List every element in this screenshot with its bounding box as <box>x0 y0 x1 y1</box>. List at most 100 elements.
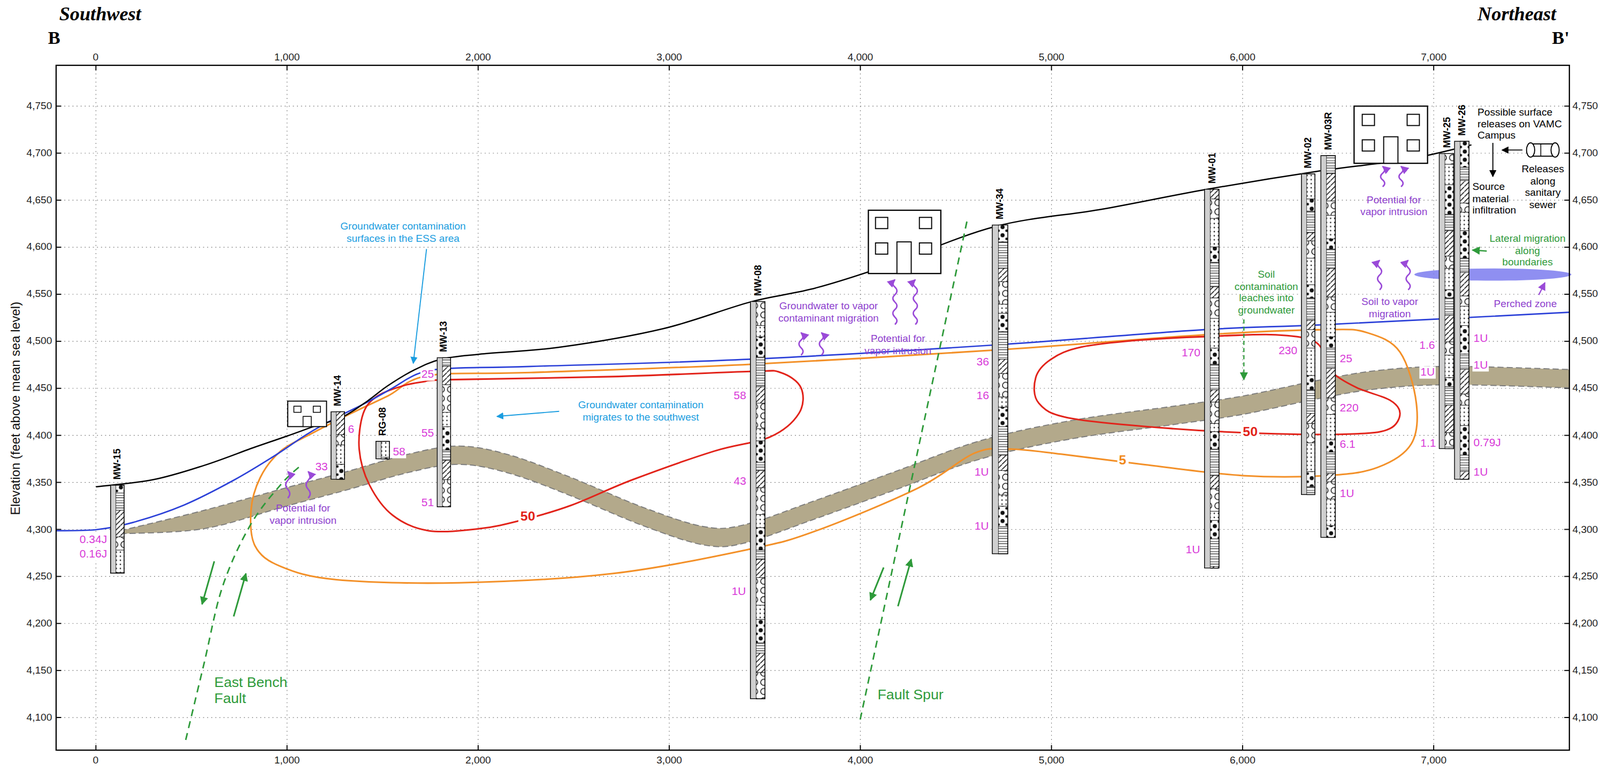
lithology-interval <box>1444 184 1454 214</box>
grid <box>56 65 1570 750</box>
lithology-interval <box>336 434 346 446</box>
tick-mark <box>56 246 62 248</box>
lithology-interval <box>1460 425 1470 455</box>
tick-mark <box>668 744 670 750</box>
lithology-interval <box>1306 320 1316 330</box>
tick-mark <box>286 744 288 750</box>
grid-line <box>860 65 861 750</box>
lithology-interval <box>755 487 765 515</box>
lithology-interval <box>1210 318 1220 348</box>
section-direction: Northeast <box>1477 3 1557 26</box>
lithology-interval <box>1326 296 1336 313</box>
well-casing <box>1320 155 1327 538</box>
axis-tick-label: 4,650 <box>1572 194 1598 206</box>
vapor-arrow <box>819 332 824 356</box>
concentration-value: 230 <box>1277 345 1299 357</box>
grid-line <box>56 481 1570 483</box>
well-column <box>1204 188 1220 569</box>
tick-mark <box>477 744 479 750</box>
lithology-interval <box>755 605 765 620</box>
axis-tick-label: 2,000 <box>465 50 492 63</box>
building <box>868 210 941 274</box>
window <box>1362 139 1375 151</box>
lithology-interval <box>1210 402 1220 424</box>
vapor-arrow <box>892 279 898 325</box>
grid-line <box>56 670 1570 671</box>
fault-motion-arrow <box>898 559 912 607</box>
tick-mark <box>1564 622 1570 624</box>
concentration-value: 36 <box>975 356 991 369</box>
tick-mark <box>56 105 62 107</box>
lithology-interval <box>998 268 1008 282</box>
door <box>1383 136 1399 164</box>
lithology-interval <box>1306 347 1316 376</box>
axis-tick-label: 4,450 <box>26 381 53 394</box>
lithology-interval <box>998 494 1008 507</box>
well-outline <box>1301 173 1315 495</box>
window <box>919 242 932 255</box>
lithology-interval <box>1460 167 1470 181</box>
tick-mark <box>56 387 62 389</box>
tick-mark <box>95 744 97 750</box>
axis-title: Elevation (feet above mean sea level) <box>8 301 23 516</box>
window <box>919 217 932 229</box>
well-id: MW-14 <box>332 374 343 407</box>
axis-tick-label: 2,000 <box>465 754 492 767</box>
lithology-interval <box>1326 473 1336 482</box>
concentration-value: 1U <box>1472 358 1490 371</box>
axis-tick-label: 5,000 <box>1038 50 1065 63</box>
annotation: Possible surface releases on VAMC Campus <box>1477 105 1568 142</box>
axis-tick-label: 4,150 <box>1572 664 1598 677</box>
axis-tick-label: 3,000 <box>656 754 683 767</box>
monitoring-well: MW-26 <box>1453 140 1470 480</box>
annotation: Soil contamination leaches into groundwa… <box>1233 268 1299 316</box>
grid-line <box>95 65 97 750</box>
lithology-interval <box>755 642 765 654</box>
lithology-interval <box>755 440 765 463</box>
lithology-interval <box>1444 289 1454 298</box>
lithology-interval <box>755 462 765 471</box>
lithology-interval <box>998 526 1008 555</box>
building <box>1353 105 1428 164</box>
axis-tick-label: 4,450 <box>1572 381 1598 394</box>
monitoring-well: MW-34 <box>991 224 1009 555</box>
perched-zone <box>1414 268 1572 281</box>
lithology-interval <box>1460 471 1470 480</box>
well-column <box>749 301 766 700</box>
lithology-interval <box>1460 230 1470 259</box>
concentration-value: 33 <box>314 461 329 473</box>
lithology-interval <box>998 426 1008 455</box>
lithology-interval <box>1210 538 1220 567</box>
annotation: Source material infiltration <box>1472 180 1522 217</box>
axis-tick-label: 0 <box>93 754 99 767</box>
tick-mark <box>56 716 62 718</box>
well-id: MW-34 <box>994 188 1005 220</box>
fault-motion-arrow <box>202 561 215 604</box>
contour-value: 50 <box>1241 424 1260 439</box>
well-outline <box>437 357 451 507</box>
contour-value: 50 <box>518 509 538 523</box>
concentration-value: 1U <box>1338 487 1356 500</box>
well-outline <box>1320 155 1336 538</box>
lithology-interval <box>1306 173 1316 199</box>
lithology-interval <box>1326 336 1336 348</box>
monitoring-well: MW-02 <box>1300 173 1316 495</box>
well-casing <box>1453 140 1460 480</box>
vapor-arrow <box>1380 166 1385 187</box>
well-id: MW-02 <box>1303 137 1313 169</box>
well-casing <box>330 411 337 480</box>
tick-mark <box>56 481 62 484</box>
lithology-interval <box>998 455 1008 471</box>
grid-line <box>56 529 1570 530</box>
axis-tick-label: 4,350 <box>1572 476 1598 488</box>
axis-tick-label: 4,000 <box>847 50 874 63</box>
ground-surface <box>95 144 1472 487</box>
grid-line <box>56 716 1570 718</box>
lithology-interval <box>1306 413 1316 424</box>
well-column <box>1438 152 1455 449</box>
lithology-interval <box>442 412 451 427</box>
well-id: MW-03R <box>1322 111 1333 150</box>
lithology-interval <box>1210 389 1220 403</box>
lithology-interval <box>1460 203 1470 213</box>
